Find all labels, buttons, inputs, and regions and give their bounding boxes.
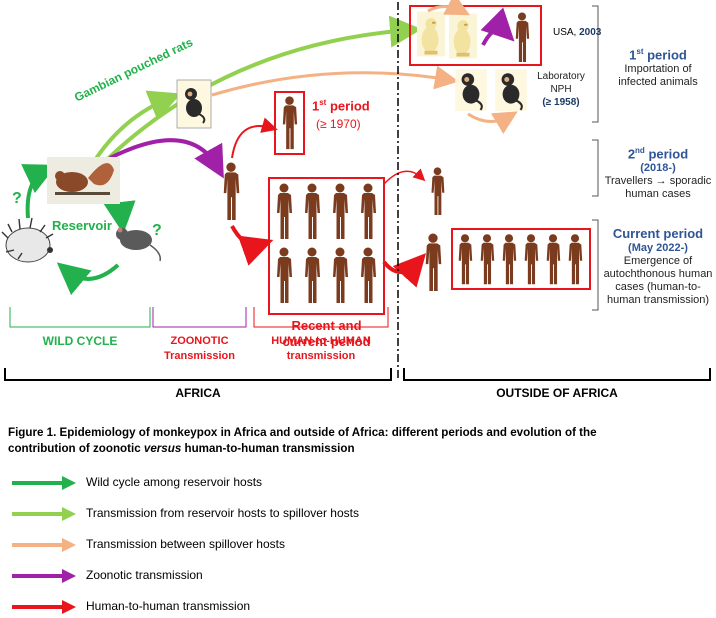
human-usa xyxy=(515,12,530,62)
bracket-h2h xyxy=(253,307,389,328)
epidemiology-diagram xyxy=(1,0,711,381)
africa-label: AFRICA xyxy=(175,386,221,400)
period-description: autochthonous human xyxy=(603,268,713,280)
arrow-to-first-period xyxy=(231,117,278,159)
arrow-to-traveller xyxy=(383,168,426,185)
bracket-africa xyxy=(4,368,392,381)
reservoir-label: Reservoir xyxy=(52,218,112,233)
human-figure xyxy=(568,234,583,285)
legend-label: Transmission from reservoir hosts to spi… xyxy=(86,506,359,520)
monkey-illustration xyxy=(179,84,209,124)
current-period-box xyxy=(451,228,591,290)
arrow-wild-1 xyxy=(21,164,57,219)
bracket-outside-africa xyxy=(403,368,711,381)
period-description: cases (human-to- xyxy=(615,281,701,293)
bracket-zoonotic xyxy=(152,307,247,328)
period-description: human transmission) xyxy=(606,294,710,306)
lab-monkey-1 xyxy=(455,69,487,111)
human-grid-outside xyxy=(458,234,583,285)
porcupine-illustration xyxy=(1,217,54,263)
human-figure xyxy=(361,183,376,239)
legend-arrow-icon xyxy=(12,569,76,583)
arrow-monkey-to-lab xyxy=(211,65,459,97)
first-period-sub: (≥ 1970) xyxy=(316,117,361,131)
bracket-second-period xyxy=(592,139,599,197)
prairie-dog-1 xyxy=(417,11,445,57)
bracket-wild-cycle xyxy=(9,307,151,328)
period-dates: (May 2022-) xyxy=(628,242,688,254)
squirrel-illustration xyxy=(47,157,120,204)
first-period-box xyxy=(274,91,305,155)
legend-arrow-icon xyxy=(12,476,76,490)
human-outside-first xyxy=(425,233,442,291)
human-figure xyxy=(333,247,348,303)
period-description: Travellers → sporadic xyxy=(604,175,712,188)
human-figure xyxy=(480,234,495,285)
legend-arrow-icon xyxy=(12,507,76,521)
rat-illustration xyxy=(116,227,162,262)
human-figure xyxy=(502,234,517,285)
prairie-dog-2 xyxy=(449,13,477,59)
usa-2003-box xyxy=(409,5,542,66)
arrow-zoonotic xyxy=(109,138,224,179)
period-title: 2nd period xyxy=(627,146,689,162)
human-figure xyxy=(546,234,561,285)
human-figure xyxy=(333,183,348,239)
legend-label: Transmission between spillover hosts xyxy=(86,537,285,551)
period-description: infected animals xyxy=(618,76,698,89)
legend-label: Wild cycle among reservoir hosts xyxy=(86,475,263,489)
wild-cycle-label: WILD CYCLE xyxy=(42,334,118,348)
first-period-title: 1st period xyxy=(312,98,370,114)
human-figure xyxy=(305,247,320,303)
question-mark-right: ? xyxy=(152,222,162,239)
recent-period-box xyxy=(268,177,385,315)
human-figure xyxy=(524,234,539,285)
human-zoonotic xyxy=(223,162,240,220)
period-title: Current period xyxy=(612,226,704,241)
figure-caption: Figure 1. Epidemiology of monkeypox in A… xyxy=(8,426,597,455)
human-figure xyxy=(277,183,292,239)
legend-arrow-icon xyxy=(12,600,76,614)
legend-arrow-icon xyxy=(12,538,76,552)
arrow-rats-to-usa xyxy=(80,15,422,187)
lab-monkey-2 xyxy=(495,69,527,111)
period-description: Importation of xyxy=(624,63,692,76)
period-description: human cases xyxy=(625,188,691,201)
legend-label: Human-to-human transmission xyxy=(86,599,251,613)
arrow-wild-3 xyxy=(56,262,120,296)
arrow-to-recent-period xyxy=(230,225,274,266)
human-figure xyxy=(458,234,473,285)
human-figure xyxy=(277,247,292,303)
bracket-first-period xyxy=(592,5,599,123)
bracket-current-period xyxy=(592,219,599,311)
human-grid-africa xyxy=(277,183,376,303)
period-description: Emergence of xyxy=(623,255,693,267)
arrow-to-outside xyxy=(382,253,427,288)
outside-africa-label: OUTSIDE OF AFRICA xyxy=(496,386,618,400)
human-traveller xyxy=(431,167,445,215)
human-figure xyxy=(361,247,376,303)
period-dates: (2018-) xyxy=(640,162,676,175)
legend-label: Zoonotic transmission xyxy=(86,568,203,582)
question-mark-left: ? xyxy=(12,190,22,207)
usa-label: USA, 2003 xyxy=(553,27,602,38)
period-title: 1st period xyxy=(629,47,687,63)
human-figure xyxy=(305,183,320,239)
